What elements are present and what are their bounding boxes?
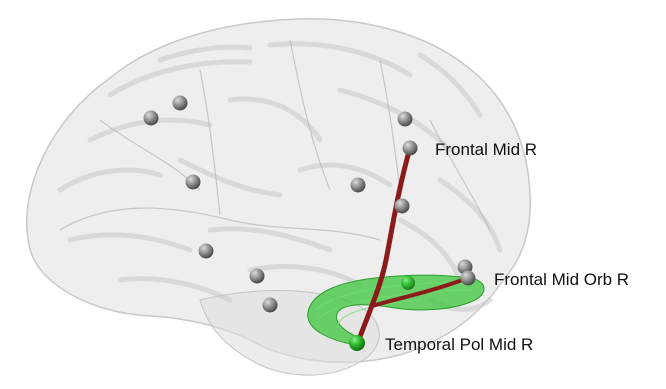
label-frontal-mid: Frontal Mid R: [435, 140, 537, 159]
node: [144, 111, 159, 126]
node-tract-mid: [401, 276, 415, 290]
node: [351, 178, 366, 193]
label-temporal-pol-mid: Temporal Pol Mid R: [385, 335, 533, 354]
node-frontal-mid: [403, 141, 418, 156]
node: [173, 96, 188, 111]
node: [395, 199, 410, 214]
node-temporal-pol-mid: [349, 335, 365, 351]
node: [199, 244, 214, 259]
node: [263, 298, 278, 313]
node-frontal-mid-orb: [461, 271, 476, 286]
node: [250, 269, 265, 284]
label-frontal-mid-orb: Frontal Mid Orb R: [494, 270, 629, 289]
node: [398, 112, 413, 127]
brain-surface: [27, 19, 531, 375]
node: [186, 175, 201, 190]
